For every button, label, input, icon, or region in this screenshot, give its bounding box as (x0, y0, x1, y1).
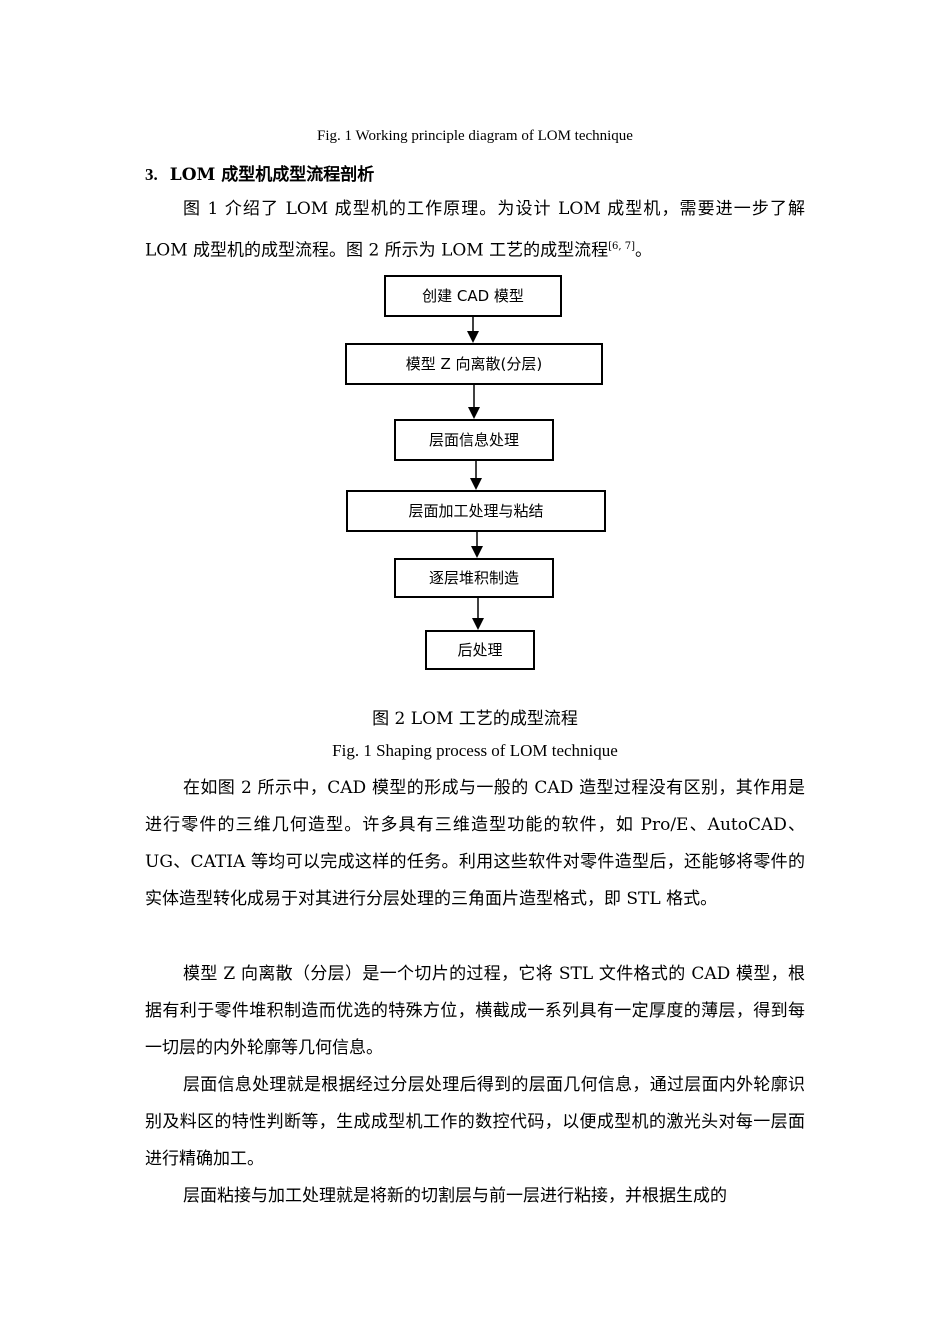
intro-paragraph: 图 1 介绍了 LOM 成型机的工作原理。为设计 LOM 成型机，需要进一步了解… (145, 191, 805, 270)
flow-step-4-label: 层面加工处理与粘结 (408, 502, 543, 520)
section-title: LOM 成型机成型流程剖析 (169, 165, 375, 185)
flow-step-5-label: 逐层堆积制造 (429, 569, 519, 587)
flow-step-3: 层面信息处理 (394, 419, 554, 461)
citation: [6, 7] (608, 241, 635, 252)
flow-step-2-label: 模型 Z 向离散(分层) (406, 355, 543, 373)
flow-step-4: 层面加工处理与粘结 (346, 490, 606, 532)
body-paragraph-3: 层面信息处理就是根据经过分层处理后得到的层面几何信息，通过层面内外轮廓识别及料区… (145, 1075, 805, 1169)
body-paragraph-1: 在如图 2 所示中，CAD 模型的形成与一般的 CAD 造型过程没有区别，其作用… (145, 778, 805, 909)
intro-text: 图 1 介绍了 LOM 成型机的工作原理。为设计 LOM 成型机，需要进一步了解… (145, 199, 805, 261)
flow-step-1-label: 创建 CAD 模型 (422, 287, 524, 305)
flow-step-3-label: 层面信息处理 (429, 431, 519, 449)
section-number: 3. (145, 165, 158, 184)
body-paragraph-4: 层面粘接与加工处理就是将新的切割层与前一层进行粘接，并根据生成的 (183, 1186, 727, 1206)
intro-tail: 。 (635, 240, 652, 261)
section-heading: 3. LOM 成型机成型流程剖析 (145, 160, 374, 185)
flowchart: 创建 CAD 模型 模型 Z 向离散(分层) 层面信息处理 层面加工处理与粘结 … (345, 275, 606, 670)
fig1-caption-en: Fig. 1 Working principle diagram of LOM … (317, 128, 633, 144)
fig2-caption-cn: 图 2 LOM 工艺的成型流程 (372, 709, 578, 729)
flow-step-5: 逐层堆积制造 (394, 558, 554, 598)
flow-step-6-label: 后处理 (457, 641, 502, 659)
flow-step-2: 模型 Z 向离散(分层) (345, 343, 603, 385)
body-paragraph-2: 模型 Z 向离散（分层）是一个切片的过程，它将 STL 文件格式的 CAD 模型… (145, 964, 805, 1058)
fig2-caption-en: Fig. 1 Shaping process of LOM technique (332, 741, 618, 760)
flow-step-6: 后处理 (425, 630, 535, 670)
flow-step-1: 创建 CAD 模型 (384, 275, 562, 317)
